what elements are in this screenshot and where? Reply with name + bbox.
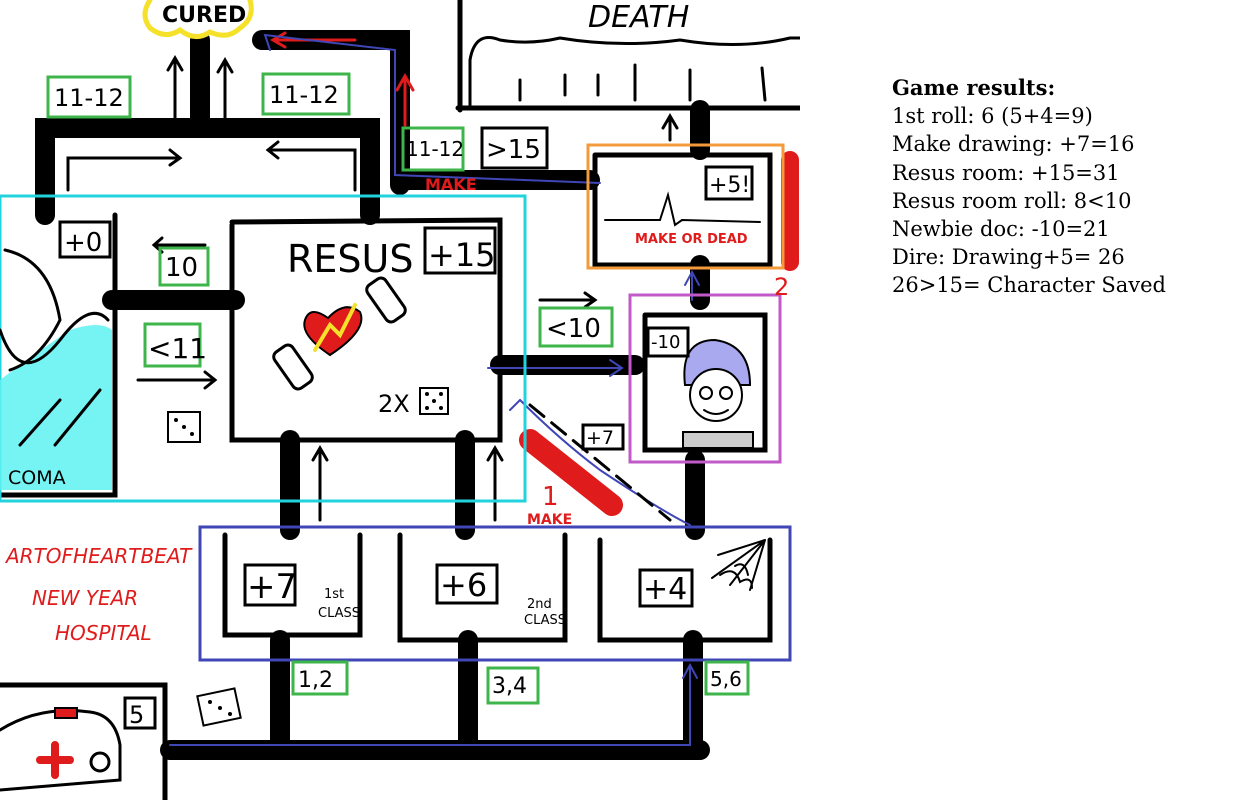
gate-coma: 10	[165, 253, 198, 283]
class3-bonus: +4	[643, 572, 687, 607]
gate-mid-cured: 11-12	[269, 81, 339, 109]
spider-web-icon	[711, 539, 766, 591]
resus-dice-label: 2X	[378, 390, 410, 418]
class1-label-a: 1st	[324, 587, 344, 602]
number-label-one: 1	[542, 482, 559, 512]
results-line-make-drawing: Make drawing: +7=16	[892, 132, 1135, 157]
gate-newbie: <10	[546, 314, 601, 344]
monitor-text: MAKE OR DEAD	[635, 232, 748, 247]
class2-label-b: CLASS	[524, 613, 566, 628]
coma-patient	[0, 248, 110, 447]
resus-label: RESUS	[287, 237, 413, 281]
dice-icon	[167, 387, 449, 727]
cured-label: CURED	[162, 3, 246, 28]
coma-blanket	[0, 325, 112, 490]
ambulance-roll: 5	[129, 701, 144, 729]
title-line-3: HOSPITAL	[55, 621, 152, 645]
ambulance-icon	[0, 707, 122, 792]
gate-boxes	[46, 72, 750, 705]
gate-death-threshold: >15	[486, 135, 541, 165]
newbie-malus: -10	[651, 332, 680, 353]
flow-arrows	[66, 55, 679, 522]
results-line-first-roll: 1st roll: 6 (5+4=9)	[892, 104, 1093, 129]
make-label-bottom: MAKE	[527, 512, 572, 528]
results-line-resus-room: Resus room: +15=31	[892, 160, 1120, 185]
coma-label: COMA	[8, 467, 66, 489]
defibrillator-icon	[272, 276, 407, 391]
game-results-panel: Game results: 1st roll: 6 (5+4=9) Make d…	[892, 74, 1232, 300]
newbie-zone	[628, 293, 782, 464]
resus-zone	[0, 194, 527, 503]
cured-burst	[142, 0, 254, 39]
results-line-dire: Dire: Drawing+5= 26	[892, 245, 1125, 270]
results-line-resus-roll: Resus room roll: 8<10	[892, 188, 1132, 213]
class3-roll: 5,6	[710, 667, 742, 691]
heartbeat-line	[604, 191, 761, 227]
make-label-top: MAKE	[425, 175, 477, 194]
results-line-newbie-doc: Newbie doc: -10=21	[892, 217, 1110, 242]
results-title: Game results:	[892, 75, 1056, 100]
resus-bonus: +15	[428, 236, 496, 274]
death-label: DEATH	[588, 0, 689, 35]
number-label-two: 2	[774, 273, 789, 301]
title-line-2: NEW YEAR	[32, 586, 138, 610]
class1-roll: 1,2	[298, 668, 333, 693]
class1-label-b: CLASS	[318, 606, 360, 621]
class-zone	[198, 525, 792, 662]
death-slab-marks	[518, 63, 767, 102]
class2-roll: 3,4	[492, 674, 527, 699]
class1-bonus: +7	[247, 567, 297, 607]
heart-icon	[303, 303, 363, 357]
coma-bonus: +0	[64, 228, 102, 258]
monitor-zone	[586, 143, 785, 270]
results-line-outcome: 26>15= Character Saved	[892, 273, 1166, 298]
title-line-1: ARTOFHEARTBEAT	[4, 544, 193, 568]
game-board: CURED DEATH COMA RESUS +15 2X +0 +5! MAK…	[0, 0, 800, 800]
board-paths	[35, 30, 710, 760]
newbie-doctor-icon	[682, 338, 754, 449]
gate-left-cured: 11-12	[54, 84, 124, 112]
death-slab	[468, 36, 800, 107]
slide-bonus: +7	[586, 427, 614, 449]
slide-bar	[519, 429, 623, 516]
player-route	[169, 31, 700, 746]
gate-right-cured: 11-12	[406, 137, 464, 161]
label-boxes	[58, 126, 754, 730]
monitor-bonus: +5!	[709, 173, 750, 198]
room-outlines	[0, 0, 800, 800]
class2-bonus: +6	[440, 566, 487, 604]
class2-label-a: 2nd	[527, 597, 552, 612]
gate-coma-less: <11	[148, 332, 207, 365]
